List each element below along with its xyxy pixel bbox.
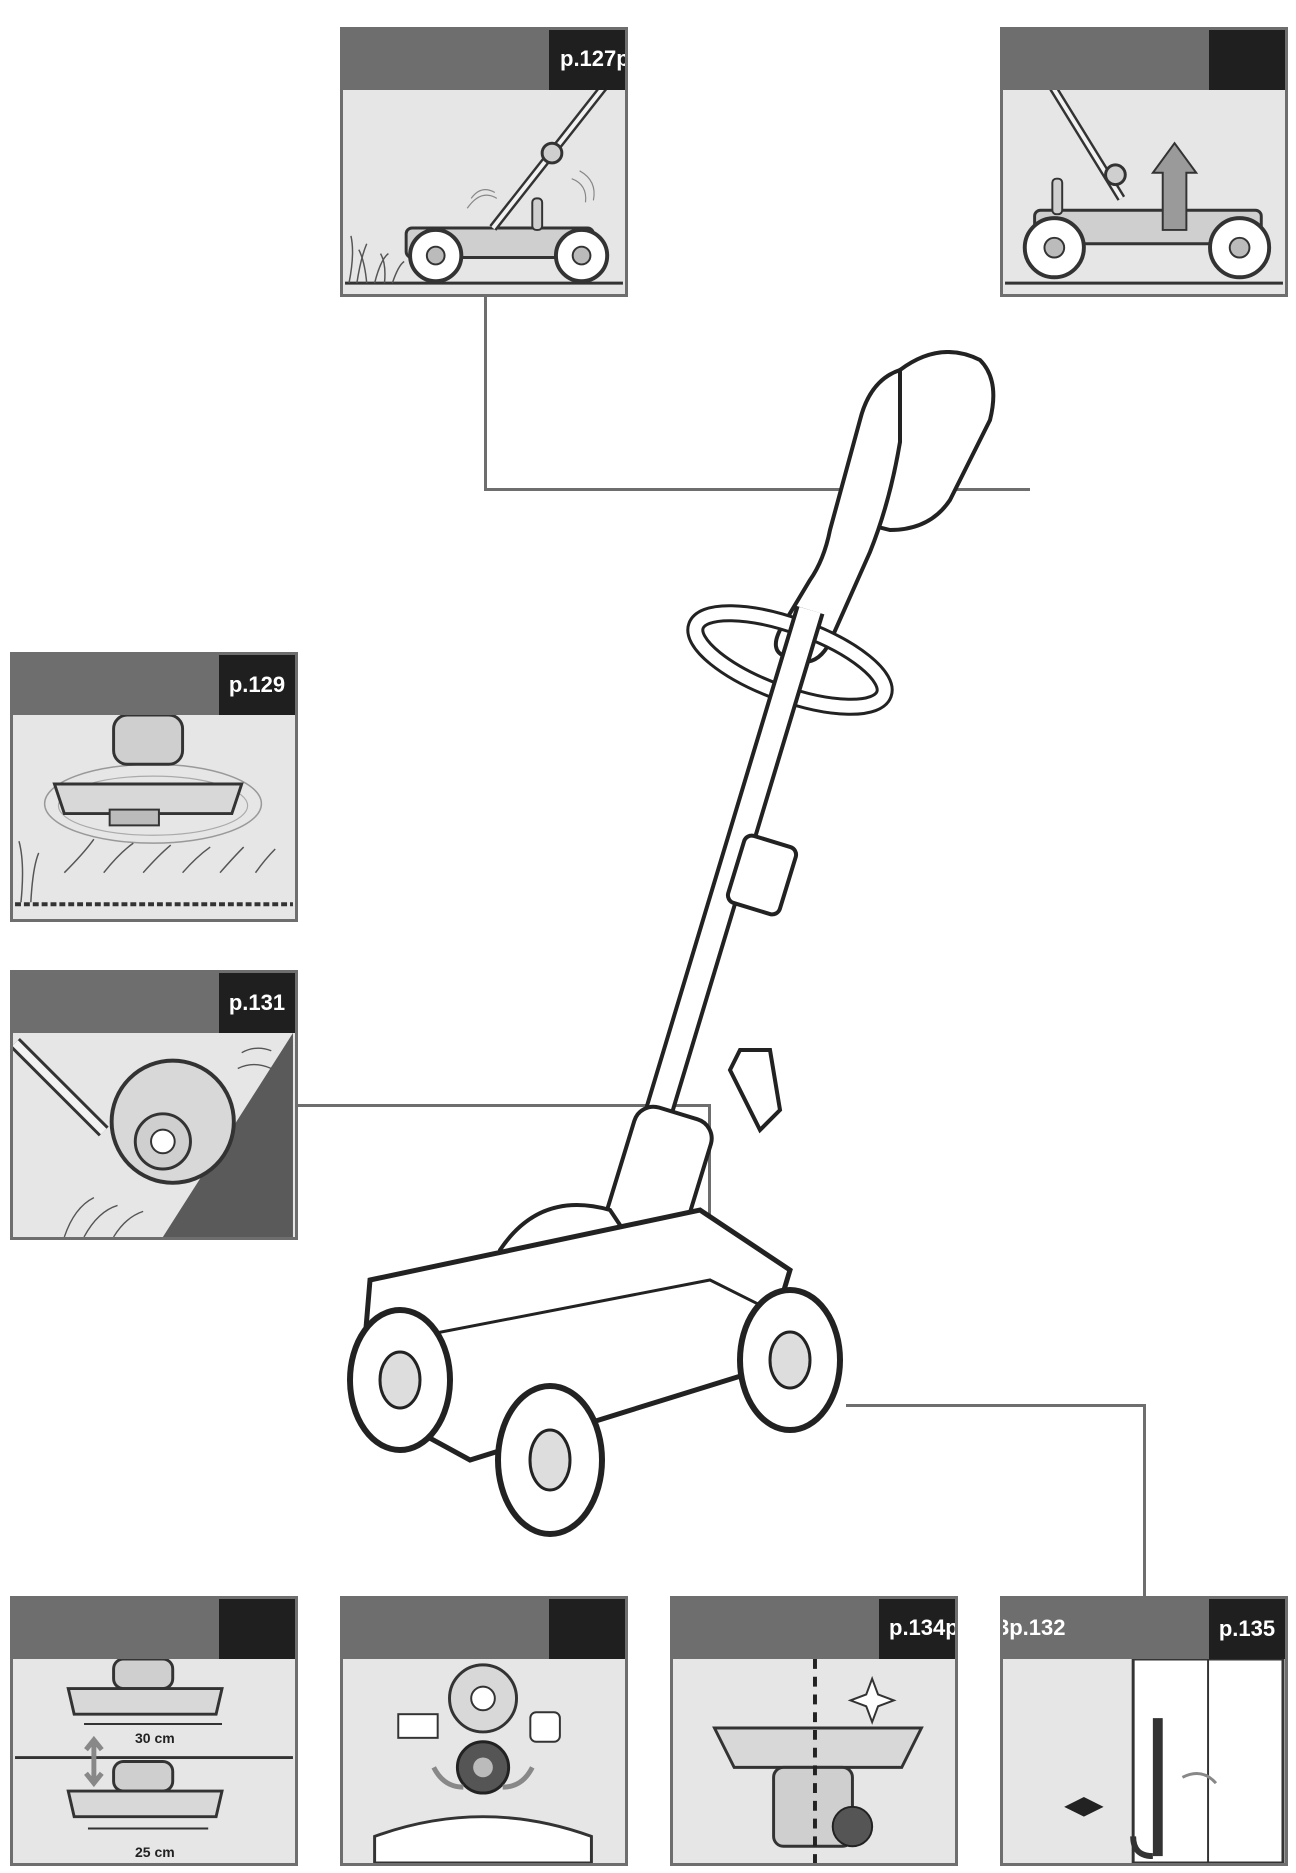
page-tab [549, 1599, 625, 1659]
page-tab [549, 30, 625, 90]
cut-width-25: 25 cm [135, 1844, 175, 1860]
page-tab: p.135 [1209, 1599, 1285, 1659]
mower-lift-illustration [1003, 90, 1285, 294]
page-tab [1209, 30, 1285, 90]
page-reference-secondary: 3p.132 [1000, 1615, 1066, 1640]
page-tab: p.131 [219, 973, 295, 1033]
cut-width-30: 30 cm [135, 1730, 175, 1746]
leader-line [708, 1104, 711, 1244]
panel-spool [340, 1596, 628, 1866]
panel-maintenance: p.134p [670, 1596, 958, 1866]
page-reference: p.134p [889, 1615, 958, 1640]
leader-line [1143, 1404, 1146, 1596]
lawn-mower-trimmer-illustration [340, 350, 1020, 1600]
spool-replacement-illustration [343, 1659, 625, 1863]
leader-line [484, 488, 1030, 491]
panel-storage: p.135 3p.132 [1000, 1596, 1288, 1866]
leader-line [298, 1104, 710, 1107]
cutting-width-illustration [13, 1659, 295, 1863]
leader-line [484, 297, 487, 490]
wall-storage-illustration [1003, 1659, 1285, 1863]
panel-cut-width: 30 cm 25 cm [10, 1596, 298, 1866]
panel-lift [1000, 27, 1288, 297]
page-tab [219, 1599, 295, 1659]
page-tab: p.129 [219, 655, 295, 715]
page-tab [879, 1599, 955, 1659]
page-reference: p.127p [560, 46, 628, 71]
edging-illustration [13, 1033, 295, 1237]
trimmer-head-grass-illustration [13, 715, 295, 919]
panel-assembly: p.127p [340, 27, 628, 297]
leader-line [846, 1404, 1146, 1407]
cleaning-illustration [673, 1659, 955, 1863]
mower-cutting-grass-illustration [343, 90, 625, 294]
panel-edging: p.131 [10, 970, 298, 1240]
panel-trimming: p.129 [10, 652, 298, 922]
